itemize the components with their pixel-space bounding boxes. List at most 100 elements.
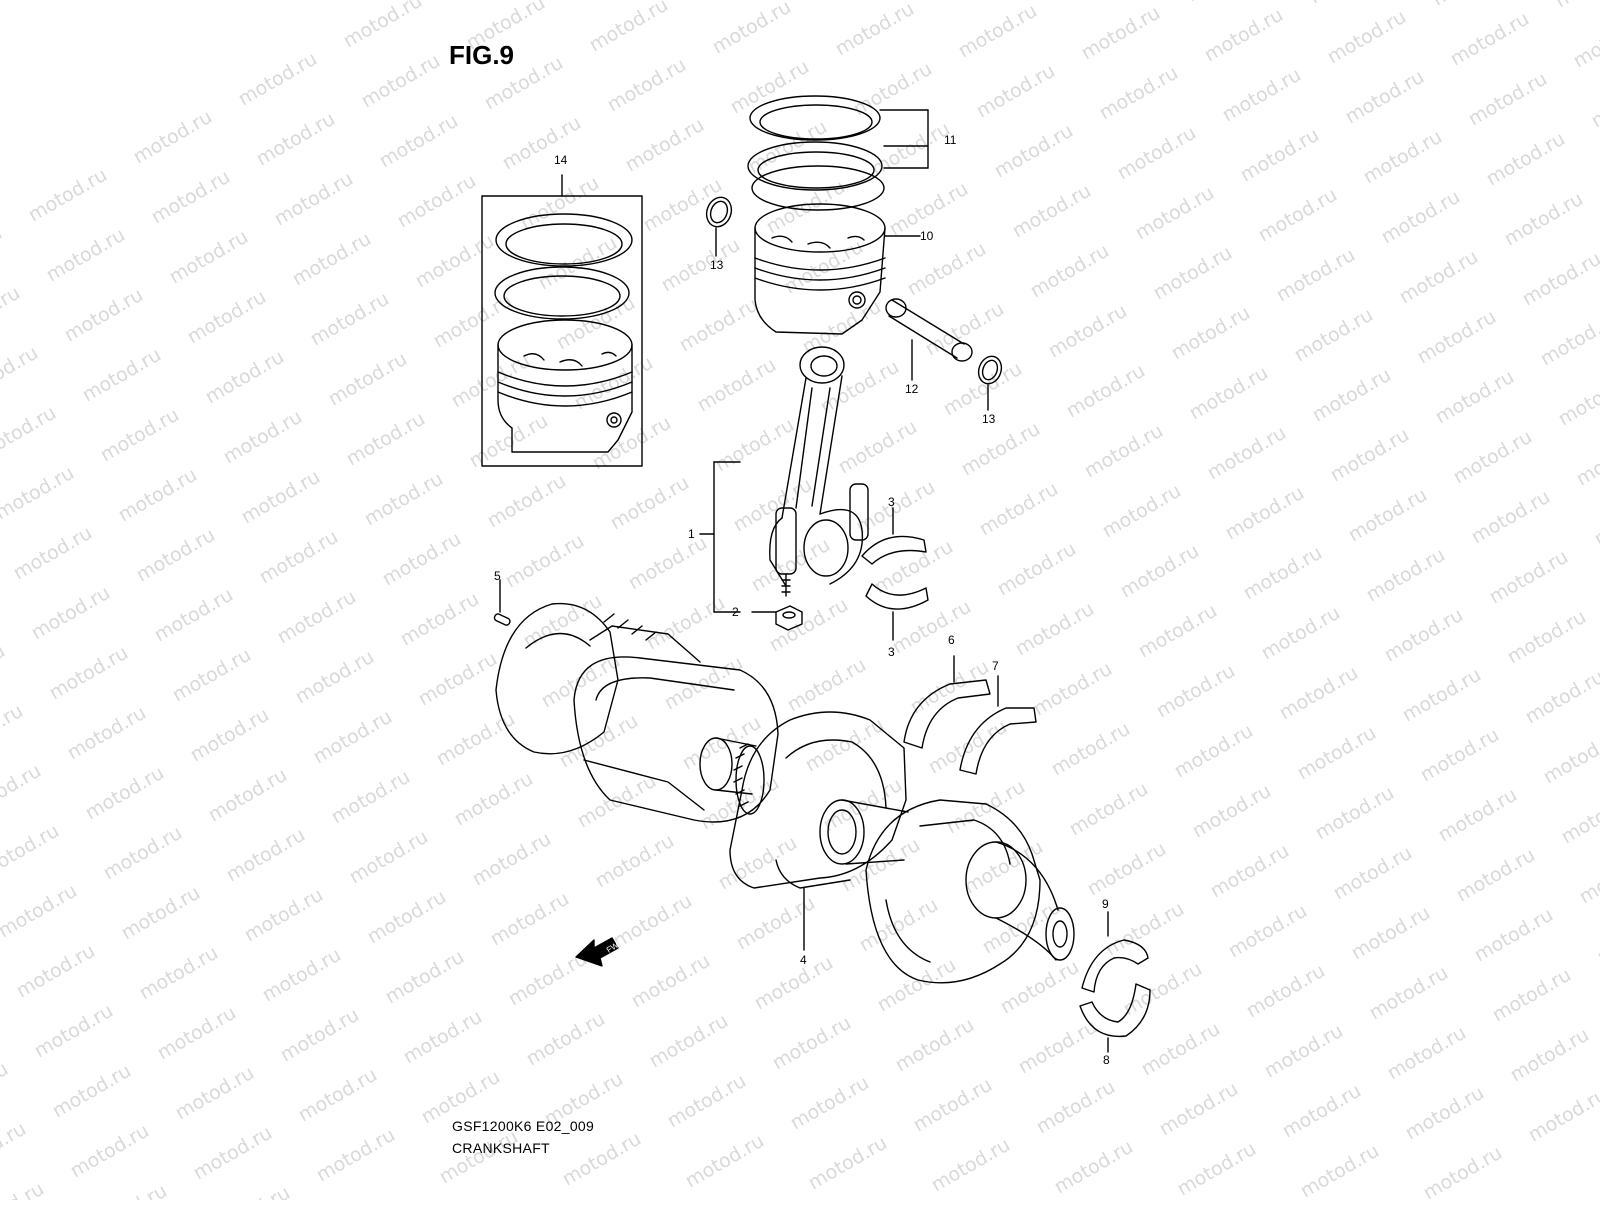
callout-6: 6 bbox=[948, 633, 955, 647]
figure-caption: CRANKSHAFT bbox=[452, 1140, 550, 1156]
watermark-text: motod.ru bbox=[1276, 662, 1362, 725]
watermark-text: motod.ru bbox=[307, 288, 393, 351]
watermark-text: motod.ru bbox=[1366, 962, 1452, 1025]
watermark-text: motod.ru bbox=[1525, 1084, 1600, 1147]
watermark-text: motod.ru bbox=[832, 0, 918, 60]
watermark-text: motod.ru bbox=[0, 640, 9, 703]
watermark-text: motod.ru bbox=[997, 956, 1083, 1019]
watermark-text: motod.ru bbox=[1420, 1142, 1506, 1200]
figure-title: FIG.9 bbox=[449, 40, 514, 71]
watermark-text: motod.ru bbox=[676, 294, 762, 357]
watermark-text: motod.ru bbox=[1342, 66, 1428, 129]
watermark-text: motod.ru bbox=[1132, 182, 1218, 245]
watermark-text: motod.ru bbox=[184, 286, 270, 349]
watermark-text: motod.ru bbox=[664, 1070, 750, 1133]
watermark-text: motod.ru bbox=[1084, 838, 1170, 901]
watermark-text: motod.ru bbox=[166, 226, 252, 289]
watermark-text: motod.ru bbox=[787, 1072, 873, 1135]
watermark-text: motod.ru bbox=[1537, 308, 1600, 371]
watermark-text: motod.ru bbox=[910, 1074, 996, 1137]
watermark-text: motod.ru bbox=[130, 106, 216, 169]
watermark-text: motod.ru bbox=[1120, 958, 1206, 1021]
watermark-text: motod.ru bbox=[484, 470, 570, 533]
watermark-text: motod.ru bbox=[328, 766, 414, 829]
watermark-text: motod.ru bbox=[499, 112, 585, 175]
figure-code: GSF1200K6 E02_009 bbox=[452, 1118, 594, 1134]
watermark-text: motod.ru bbox=[925, 716, 1011, 779]
watermark-text: motod.ru bbox=[1099, 480, 1185, 543]
watermark-text: motod.ru bbox=[1594, 906, 1600, 969]
watermark-text: motod.ru bbox=[1171, 720, 1257, 783]
watermark-text: motod.ru bbox=[1429, 0, 1515, 10]
watermark-text: motod.ru bbox=[0, 880, 81, 943]
watermark-text: motod.ru bbox=[643, 592, 729, 655]
watermark-text: motod.ru bbox=[1048, 718, 1134, 781]
watermark-text: motod.ru bbox=[1051, 1136, 1137, 1199]
watermark-text: motod.ru bbox=[1135, 600, 1221, 663]
watermark-text: motod.ru bbox=[208, 1182, 294, 1200]
watermark-text: motod.ru bbox=[1294, 722, 1380, 785]
watermark-text: motod.ru bbox=[1204, 422, 1290, 485]
watermark-text: motod.ru bbox=[415, 648, 501, 711]
watermark-text: motod.ru bbox=[412, 230, 498, 293]
watermark-text: motod.ru bbox=[97, 404, 183, 467]
watermark-text: motod.ru bbox=[205, 764, 291, 827]
watermark-text: motod.ru bbox=[1156, 1078, 1242, 1141]
watermark-text: motod.ru bbox=[658, 234, 744, 297]
watermark-text: motod.ru bbox=[238, 466, 324, 529]
watermark-text: motod.ru bbox=[10, 522, 96, 585]
watermark-text: motod.ru bbox=[1243, 960, 1329, 1023]
watermark-text: motod.ru bbox=[1222, 482, 1308, 545]
watermark-text: motod.ru bbox=[0, 222, 6, 285]
watermark-text: motod.ru bbox=[769, 1012, 855, 1075]
watermark-text: motod.ru bbox=[190, 1122, 276, 1185]
watermark-text: motod.ru bbox=[802, 714, 888, 777]
watermark-text: motod.ru bbox=[1255, 184, 1341, 247]
callout-8: 8 bbox=[1103, 1053, 1110, 1067]
watermark-text: motod.ru bbox=[220, 406, 306, 469]
watermark-text: motod.ru bbox=[394, 170, 480, 233]
watermark-text: motod.ru bbox=[820, 774, 906, 837]
watermark-text: motod.ru bbox=[607, 472, 693, 535]
watermark-text: motod.ru bbox=[874, 954, 960, 1017]
watermark-text: motod.ru bbox=[1558, 786, 1600, 849]
callout-14: 14 bbox=[554, 153, 568, 167]
watermark-text: motod.ru bbox=[1570, 10, 1600, 73]
watermark-text: motod.ru bbox=[850, 58, 936, 121]
watermark-text: motod.ru bbox=[364, 886, 450, 949]
watermark-text: motod.ru bbox=[1237, 124, 1323, 187]
watermark-text: motod.ru bbox=[1297, 1140, 1383, 1200]
watermark-text: motod.ru bbox=[253, 108, 339, 171]
watermark-text: motod.ru bbox=[1153, 660, 1239, 723]
watermark-text: motod.ru bbox=[502, 530, 588, 593]
watermark-text: motod.ru bbox=[0, 1118, 30, 1181]
watermark-text: motod.ru bbox=[310, 706, 396, 769]
watermark-text: motod.ru bbox=[28, 582, 114, 645]
watermark-text: motod.ru bbox=[943, 776, 1029, 839]
watermark-text: motod.ru bbox=[0, 462, 78, 525]
watermark-text: motod.ru bbox=[784, 654, 870, 717]
watermark-text: motod.ru bbox=[379, 528, 465, 591]
watermark-text: motod.ru bbox=[817, 356, 903, 419]
watermark-text: motod.ru bbox=[0, 820, 63, 883]
watermark-text: motod.ru bbox=[202, 346, 288, 409]
watermark-text: motod.ru bbox=[622, 114, 708, 177]
watermark-text: motod.ru bbox=[955, 0, 1041, 62]
watermark-text: motod.ru bbox=[187, 704, 273, 767]
watermark-text: motod.ru bbox=[1447, 8, 1533, 71]
callout-12: 12 bbox=[905, 382, 919, 396]
callout-13-upper: 13 bbox=[710, 258, 724, 272]
watermark-text: motod.ru bbox=[1240, 542, 1326, 605]
watermark-text: motod.ru bbox=[1471, 904, 1557, 967]
watermark-text: motod.ru bbox=[730, 474, 816, 537]
watermark-text: motod.ru bbox=[1066, 778, 1152, 841]
watermark-text: motod.ru bbox=[1552, 0, 1600, 12]
watermark-text: motod.ru bbox=[727, 56, 813, 119]
watermark-text: motod.ru bbox=[1555, 368, 1600, 431]
watermark-text: motod.ru bbox=[1033, 1076, 1119, 1139]
watermark-text: motod.ru bbox=[1189, 780, 1275, 843]
watermark-text: motod.ru bbox=[1330, 842, 1416, 905]
watermark-text: motod.ru bbox=[1453, 844, 1539, 907]
